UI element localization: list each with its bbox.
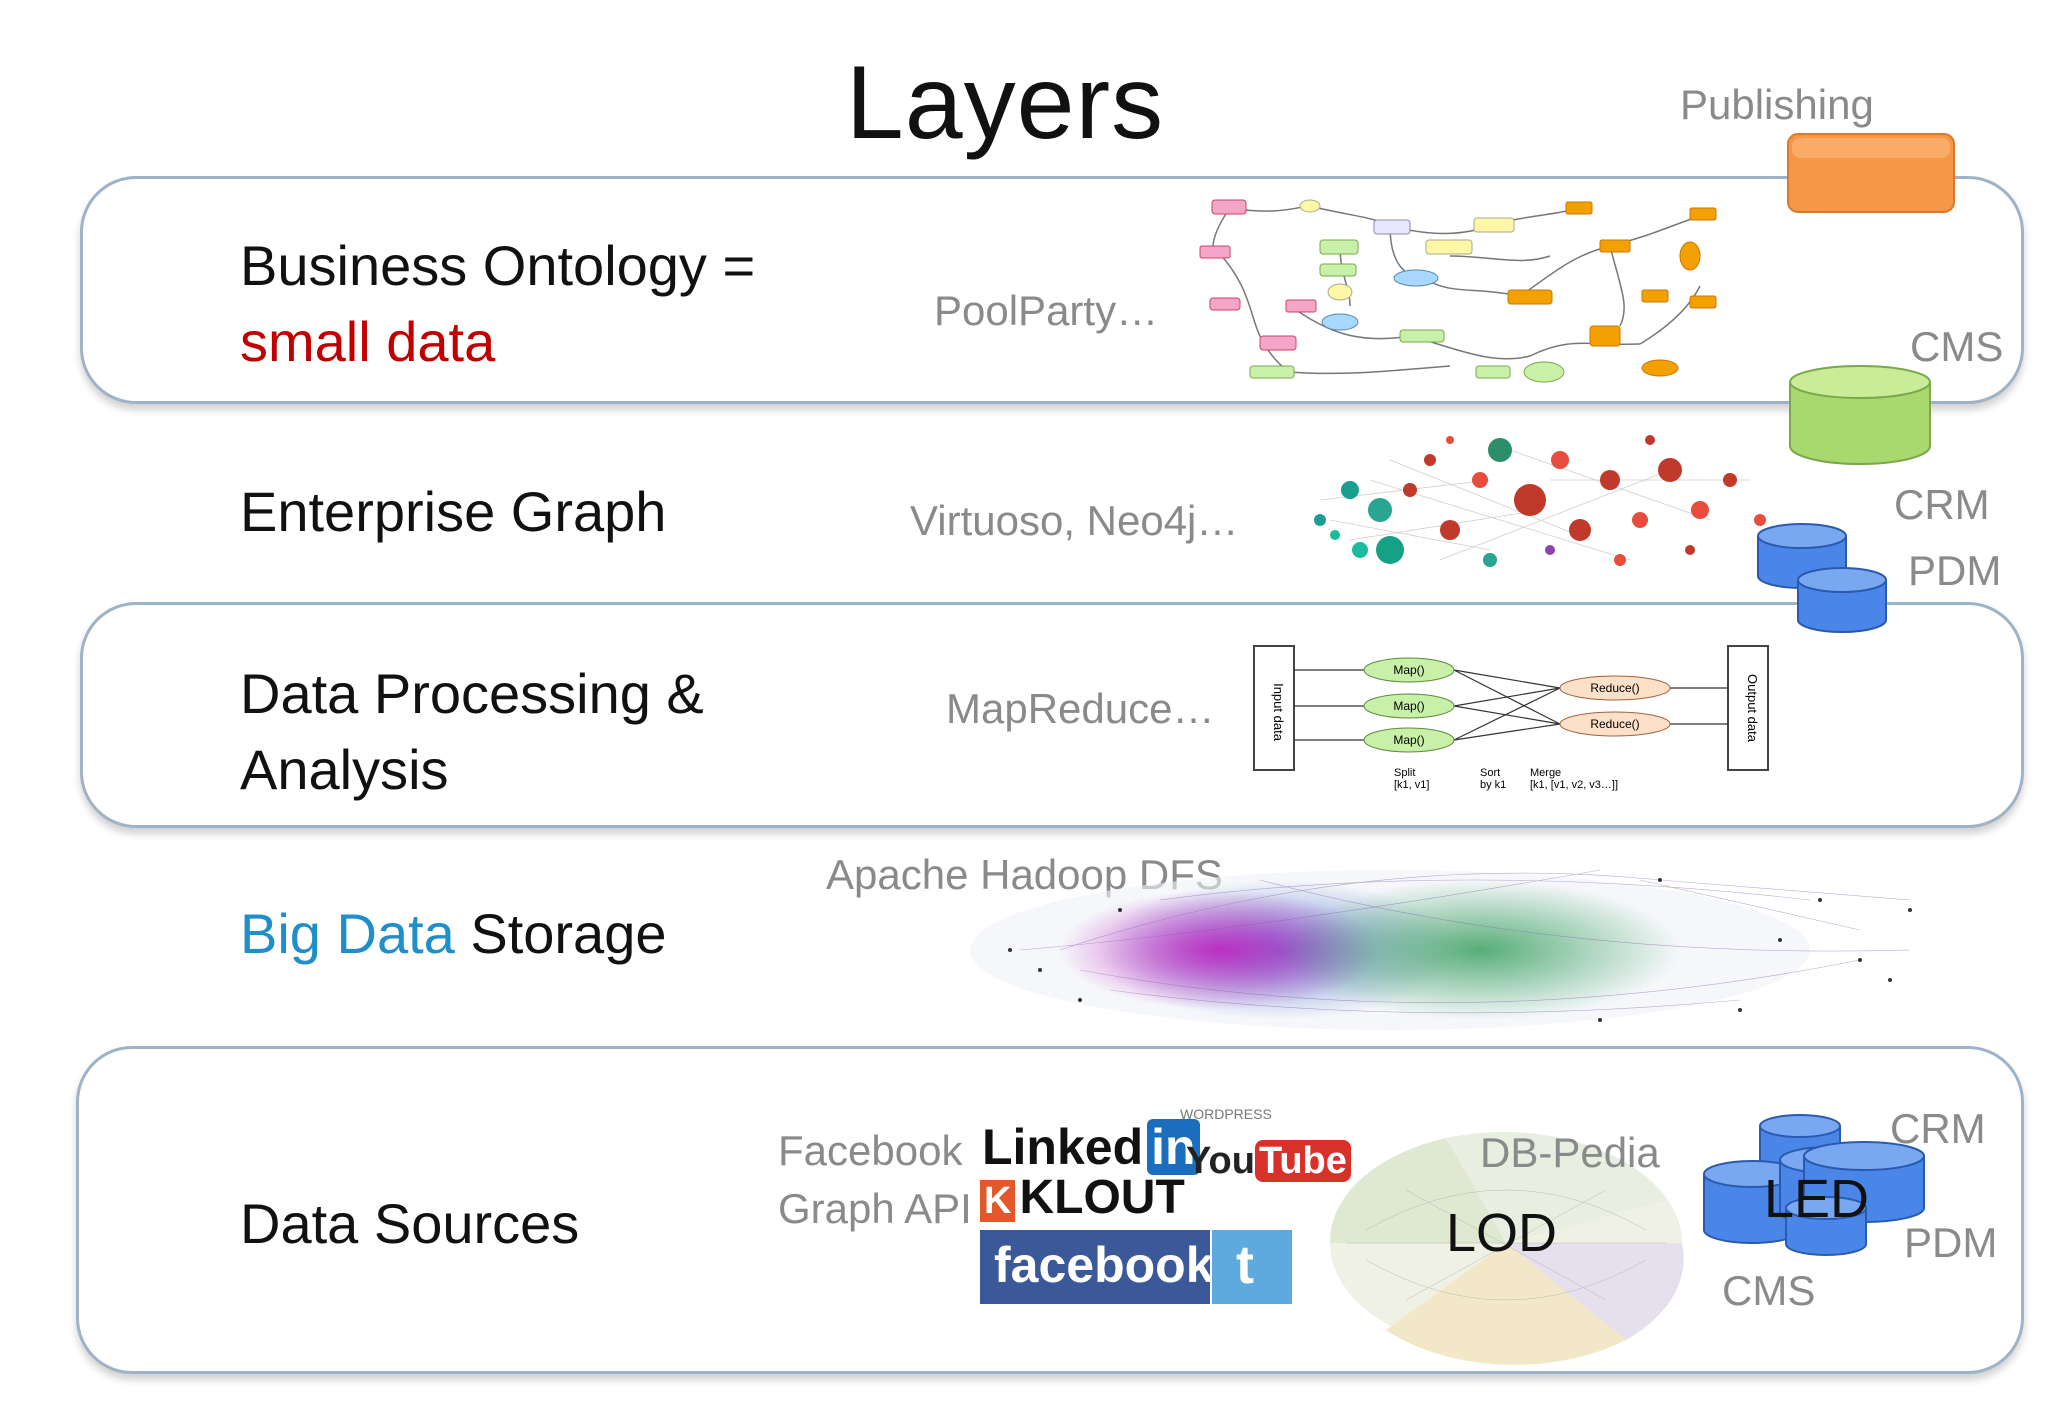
led-db-cluster-icon <box>1703 1114 1925 1256</box>
facebook-logo: facebook <box>980 1230 1214 1304</box>
cms-top-label: CMS <box>1910 323 2004 370</box>
dbpedia-label: DB-Pedia <box>1480 1129 1660 1176</box>
layer-band-data-processing <box>80 602 2024 828</box>
pdm-db-cylinder-icon <box>1797 567 1887 633</box>
mapreduce-input-label: Input data <box>1271 683 1286 742</box>
cms-cylinder-icon <box>1789 365 1931 465</box>
publishing-box <box>1787 133 1955 213</box>
layer-label-data-processing: Data Processing & Analysis <box>240 662 704 801</box>
layer-band-data-sources <box>76 1046 2024 1374</box>
tool-label-facebook-graph: Facebook Graph API <box>778 1127 972 1232</box>
layer-label-data-sources: Data Sources <box>240 1192 580 1255</box>
tool-label-mapreduce: MapReduce… <box>946 685 1215 732</box>
pdm-bottom-label: PDM <box>1904 1219 1998 1266</box>
mapreduce-reduce-1: Reduce() <box>1590 681 1639 695</box>
layer-label-business-ontology: Business Ontology = small data <box>240 228 755 380</box>
page-title: Layers <box>845 45 1165 161</box>
mapreduce-map-3: Map() <box>1393 733 1424 747</box>
twitter-logo: t <box>1212 1230 1292 1304</box>
mapreduce-map-1: Map() <box>1393 663 1424 677</box>
mapreduce-sort-2: by k1 <box>1480 779 1506 791</box>
mapreduce-map-2: Map() <box>1393 699 1424 713</box>
mapreduce-merge: Merge <box>1530 767 1561 779</box>
mapreduce-merge-2: [k1, [v1, v2, v3…]] <box>1530 779 1618 791</box>
lod-label: LOD <box>1446 1203 1558 1263</box>
ontology-graph-illustration <box>1199 199 1717 383</box>
crm-mid-label: CRM <box>1894 481 1990 528</box>
crm-bottom-label: CRM <box>1890 1105 1986 1152</box>
tool-label-virtuoso: Virtuoso, Neo4j… <box>910 497 1239 544</box>
small-data-label: small data <box>240 310 496 373</box>
lod-cloud-illustration <box>1329 1131 1684 1365</box>
mapreduce-output-label: Output data <box>1745 674 1760 743</box>
tool-label-poolparty: PoolParty… <box>934 287 1159 334</box>
pdm-mid-label: PDM <box>1908 547 2002 594</box>
big-data-label: Big Data <box>240 902 455 965</box>
mapreduce-split-2: [k1, v1] <box>1394 779 1429 791</box>
enterprise-graph-illustration <box>1314 435 1766 567</box>
hadoop-network-illustration <box>970 869 1912 1030</box>
cms-bottom-label: CMS <box>1722 1267 1816 1314</box>
publishing-label: Publishing <box>1680 81 1874 128</box>
led-label: LED <box>1764 1169 1870 1229</box>
mapreduce-diagram: Map() Map() Map() Reduce() Reduce() Inpu… <box>1253 645 1769 791</box>
layer-label-big-data-storage: Big Data Storage <box>240 902 667 965</box>
mapreduce-split: Split <box>1394 767 1415 779</box>
mapreduce-reduce-2: Reduce() <box>1590 717 1639 731</box>
layer-label-enterprise-graph: Enterprise Graph <box>240 480 667 543</box>
wordpress-logo: WORDPRESS <box>1180 1106 1272 1122</box>
mapreduce-sort: Sort <box>1480 767 1500 779</box>
